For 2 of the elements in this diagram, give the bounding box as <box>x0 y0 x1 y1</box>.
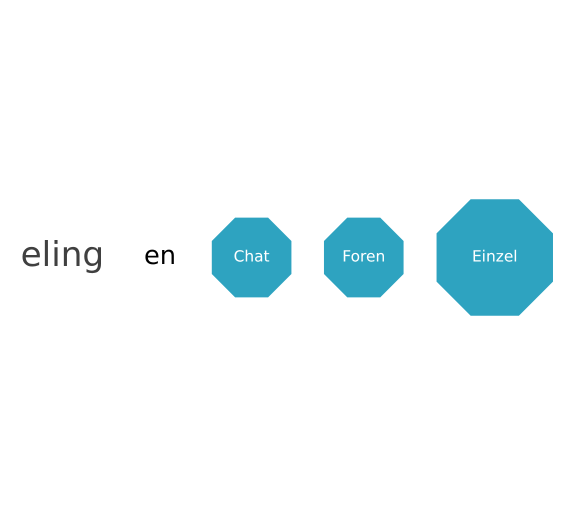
label: en <box>144 240 176 271</box>
label: eling <box>20 235 104 276</box>
